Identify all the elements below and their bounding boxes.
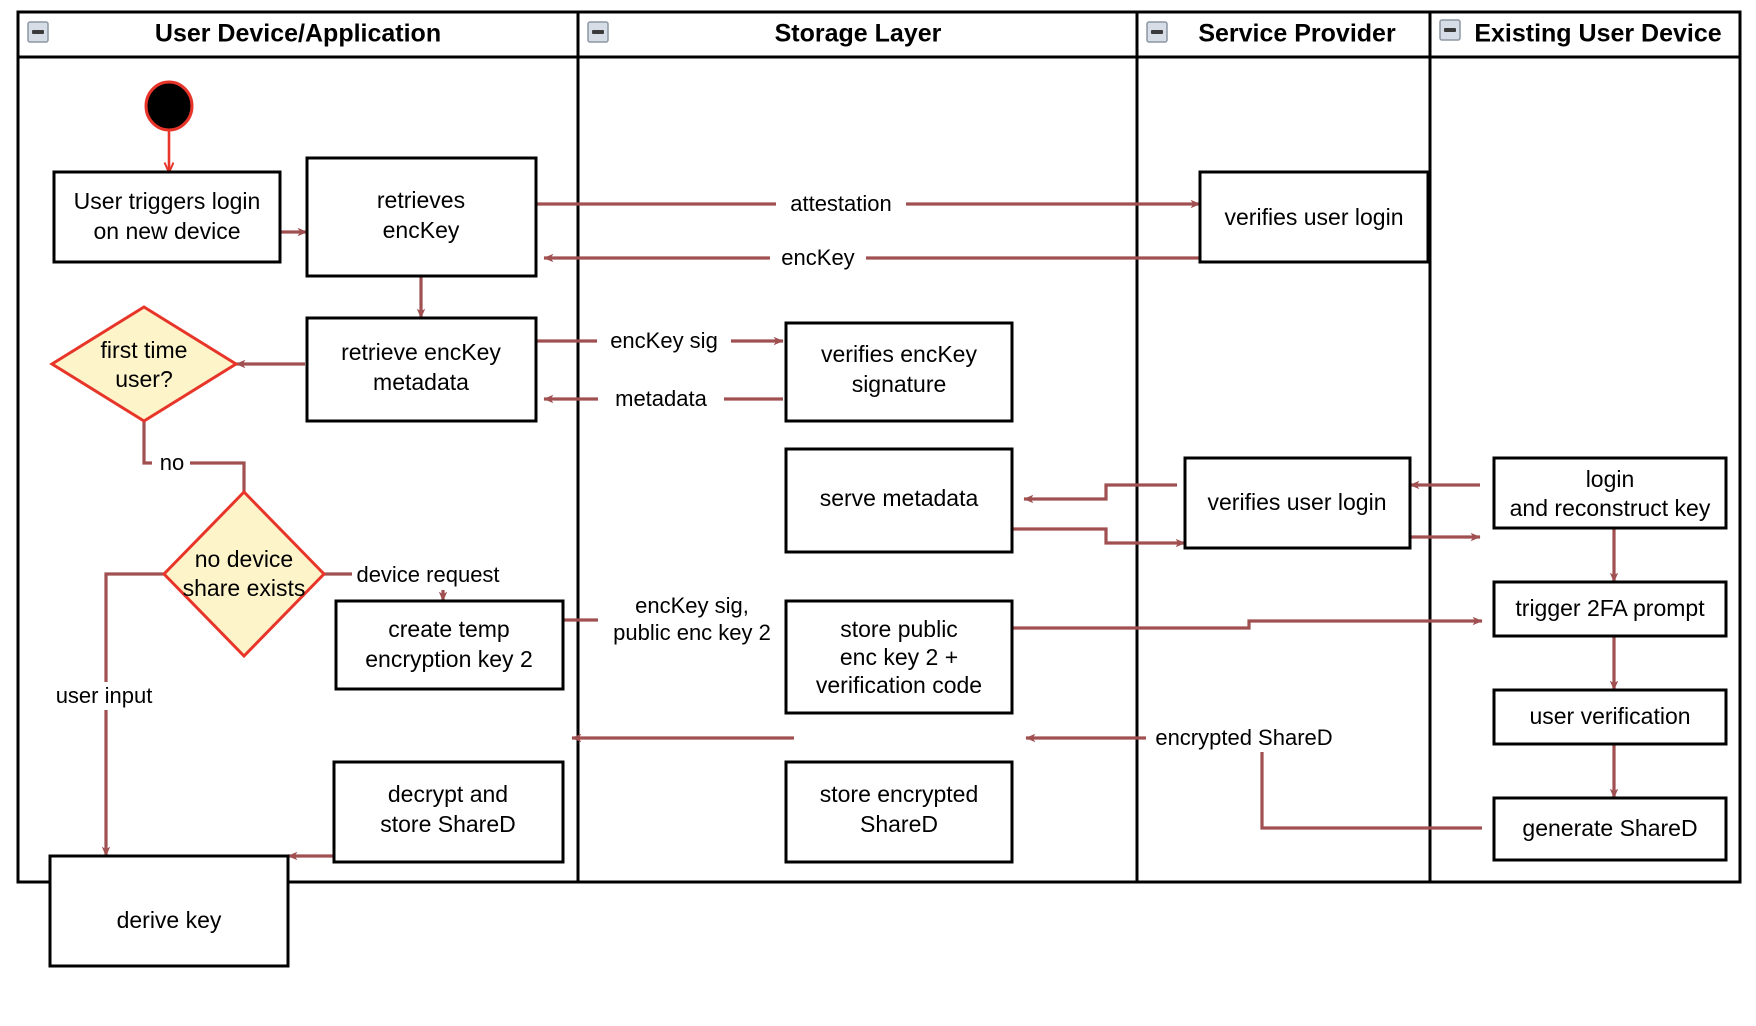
node-label-line: signature: [852, 371, 947, 397]
node-user-verification[interactable]: user verification: [1492, 688, 1728, 746]
edge-generate-to-storeenc: [1025, 733, 1482, 830]
node-label-line: and reconstruct key: [1510, 495, 1711, 521]
collapse-minus-icon[interactable]: [1146, 21, 1168, 43]
label-bg-enckey: [770, 244, 866, 272]
node-label-line: retrieve encKey: [341, 339, 501, 365]
node-label-line: verifies user login: [1208, 489, 1387, 515]
label-bg-no: [152, 449, 190, 477]
lane-title-storage: Storage Layer: [775, 20, 942, 48]
node-label-line: on new device: [93, 218, 240, 244]
node-verifies-enckey-signature[interactable]: verifies encKey signature: [784, 321, 1014, 423]
node-label-line: login: [1586, 466, 1635, 492]
label-bg-device-request: [352, 562, 522, 590]
node-label-line: retrieves: [377, 187, 465, 213]
node-retrieves-enckey[interactable]: retrieves encKey: [305, 156, 538, 278]
node-label-line: verifies encKey: [821, 341, 977, 367]
node-label-line: metadata: [373, 369, 469, 395]
node-label-line: serve metadata: [820, 485, 979, 511]
node-login-reconstruct-key[interactable]: login and reconstruct key: [1492, 456, 1728, 530]
node-label-line: no device: [195, 546, 293, 572]
edge-storepublic-to-2fa: [1012, 616, 1483, 630]
collapse-minus-icon[interactable]: [27, 21, 49, 43]
node-label-line: verifies user login: [1225, 204, 1404, 230]
edge-sp2-to-servemetadata: [1023, 483, 1177, 504]
edge-servemetadata-to-sp2: [1008, 527, 1186, 548]
edge-label-enckey-sig: encKey sig: [610, 328, 718, 353]
edge-label-enckey-sig-public-1: encKey sig,: [635, 593, 749, 618]
node-store-encrypted-shared[interactable]: store encrypted ShareD: [784, 760, 1014, 864]
node-label-line: decrypt and: [388, 781, 508, 807]
node-label-line: derive key: [117, 907, 222, 933]
edge-label-device-request: device request: [356, 562, 499, 587]
node-serve-metadata[interactable]: serve metadata: [784, 447, 1014, 554]
node-label-line: first time: [101, 337, 188, 363]
label-bg-user-input: [44, 682, 164, 710]
node-trigger-2fa-prompt[interactable]: trigger 2FA prompt: [1492, 580, 1728, 638]
node-label-line: generate ShareD: [1522, 815, 1697, 841]
lane-header-service-provider: Service Provider: [1146, 20, 1396, 48]
collapse-minus-icon[interactable]: [1439, 19, 1461, 41]
node-create-temp-key[interactable]: create temp encryption key 2: [334, 599, 565, 691]
node-decrypt-store-shared[interactable]: decrypt and store ShareD: [332, 760, 565, 864]
edge-label-attestation: attestation: [790, 191, 892, 216]
edge-label-encrypted-shared: encrypted ShareD: [1155, 725, 1332, 750]
node-generate-shared[interactable]: generate ShareD: [1492, 796, 1728, 862]
node-label-line: share exists: [183, 575, 306, 601]
label-bg-enckey-sig-public: [598, 594, 788, 650]
node-label-line: store encrypted: [820, 781, 979, 807]
node-derive-key[interactable]: derive key: [48, 854, 290, 968]
node-no-device-share-exists[interactable]: no device share exists: [161, 489, 327, 659]
node-label-line: user verification: [1529, 703, 1690, 729]
node-label-line: store public: [840, 616, 958, 642]
node-store-public-enc-key[interactable]: store public enc key 2 + verification co…: [784, 599, 1014, 715]
edge-label-metadata: metadata: [615, 386, 707, 411]
start-node[interactable]: [144, 80, 194, 132]
node-label-line: store ShareD: [380, 811, 516, 837]
node-label-line: verification code: [816, 672, 982, 698]
node-verifies-user-login-2[interactable]: verifies user login: [1183, 456, 1412, 550]
node-first-time-user[interactable]: first time user?: [49, 305, 239, 423]
lane-header-user-device: User Device/Application: [27, 20, 441, 48]
node-label-line: create temp: [388, 616, 509, 642]
lane-header-storage: Storage Layer: [587, 20, 942, 48]
collapse-minus-icon[interactable]: [587, 21, 609, 43]
node-label-line: encKey: [383, 217, 460, 243]
node-label-line: user?: [115, 366, 173, 392]
edge-label-enckey-sig-public-2: public enc key 2: [613, 620, 771, 645]
diagram-outer-border: [16, 10, 1742, 884]
node-label-line: enc key 2 +: [840, 644, 958, 670]
node-label-line: trigger 2FA prompt: [1515, 595, 1705, 621]
node-label-line: User triggers login: [74, 188, 261, 214]
node-retrieve-enckey-metadata[interactable]: retrieve encKey metadata: [305, 316, 538, 423]
lane-title-service-provider: Service Provider: [1198, 20, 1396, 48]
label-bg-enckey-sig: [597, 327, 731, 355]
edge-label-no: no: [160, 450, 184, 475]
edge-label-user-input: user input: [56, 683, 153, 708]
label-bg-metadata: [598, 385, 724, 413]
node-label-line: ShareD: [860, 811, 938, 837]
lane-header-existing-device: Existing User Device: [1439, 19, 1722, 48]
label-bg-attestation: [776, 190, 906, 218]
lane-frame: [16, 10, 1742, 884]
lane-title-existing-device: Existing User Device: [1474, 20, 1721, 48]
lane-title-user-device: User Device/Application: [155, 20, 441, 48]
edge-label-enckey: encKey: [781, 245, 854, 270]
node-label-line: encryption key 2: [365, 646, 532, 672]
node-user-triggers-login[interactable]: User triggers login on new device: [52, 170, 282, 264]
label-bg-encrypted-shared: [1146, 724, 1338, 752]
node-verifies-user-login-1[interactable]: verifies user login: [1198, 170, 1430, 264]
edge-nodevice-to-derivekey: [101, 572, 164, 857]
